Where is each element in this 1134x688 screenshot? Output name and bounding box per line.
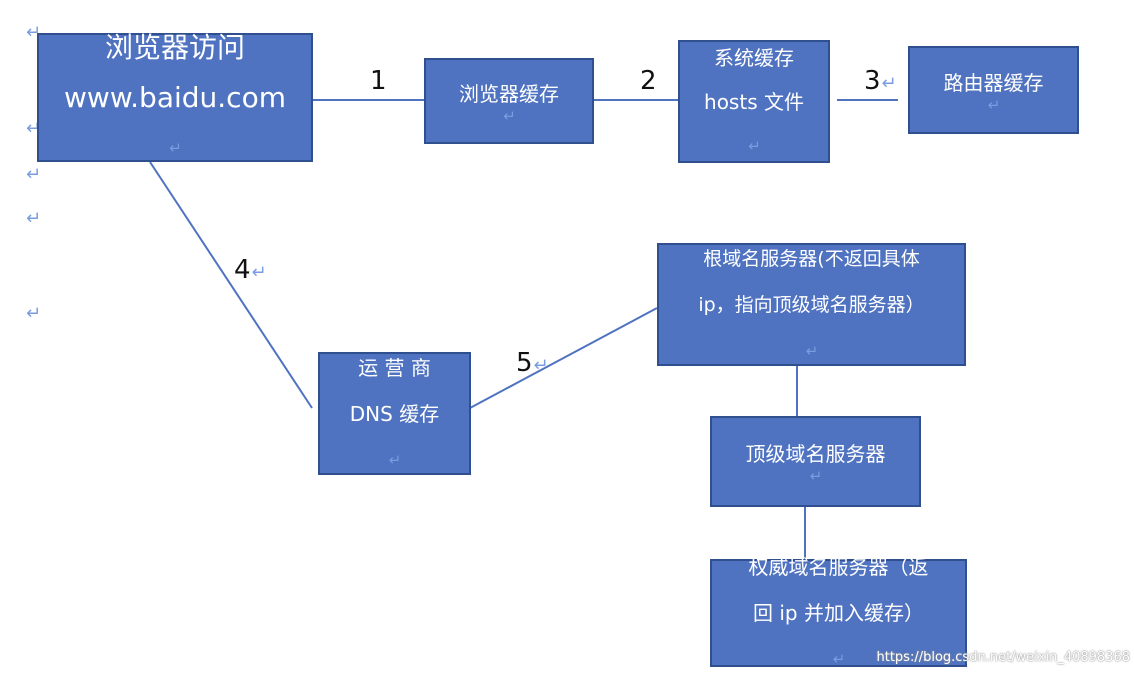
router-cache-label: 路由器缓存↵ (944, 67, 1044, 114)
paragraph-mark: ↵ (809, 467, 823, 485)
step-label-4: 4↵ (234, 255, 267, 285)
connector-isp-dns-to-root-dns (469, 307, 658, 409)
paragraph-mark: ↵ (832, 650, 846, 668)
url-text: www.baidu.com (64, 80, 286, 114)
step-label-1: 1 (370, 66, 387, 96)
auth-dns-line2: 回 ip 并加入缓存） ↵ (753, 590, 924, 682)
tld-dns-label: 顶级域名服务器↵ (746, 438, 886, 485)
paragraph-mark: ↵ (748, 136, 761, 155)
root-dns-line2-text: ip，指向顶级域名服务器） (698, 293, 925, 316)
authoritative-dns-box: 权威域名服务器（返 回 ip 并加入缓存） ↵ (710, 555, 967, 668)
connector-browser-to-isp-dns (149, 161, 313, 409)
browser-cache-box: 浏览器缓存↵ (424, 58, 594, 144)
tld-dns-box: 顶级域名服务器↵ (710, 416, 921, 507)
system-cache-title: 系统缓存 (714, 45, 794, 70)
paragraph-mark: ↵ (169, 138, 182, 157)
paragraph-mark: ↵ (881, 73, 897, 94)
isp-title: 运 营 商 (358, 355, 431, 380)
system-cache-box: 系统缓存 hosts 文件 ↵ (678, 40, 830, 163)
paragraph-mark: ↵ (987, 95, 1001, 114)
paragraph-mark: ↵ (26, 208, 42, 229)
hosts-text: hosts 文件 (704, 89, 804, 114)
step-label-2: 2 (640, 66, 657, 96)
browser-cache-label: 浏览器缓存↵ (459, 78, 559, 125)
step-5-number: 5 (516, 348, 533, 378)
isp-dns-box: 运 营 商 DNS 缓存 ↵ (318, 352, 471, 475)
auth-dns-line2-text: 回 ip 并加入缓存） (753, 601, 924, 625)
paragraph-mark: ↵ (26, 164, 42, 185)
router-cache-text: 路由器缓存 (943, 70, 1044, 95)
paragraph-mark: ↵ (251, 262, 267, 283)
browser-access-url: www.baidu.com ↵ (64, 73, 286, 173)
paragraph-mark: ↵ (503, 106, 516, 125)
paragraph-mark: ↵ (388, 450, 402, 469)
tld-dns-text: 顶级域名服务器 (745, 442, 886, 466)
isp-dns-text: DNS 缓存 (349, 401, 440, 426)
paragraph-mark: ↵ (533, 355, 549, 376)
router-cache-box: 路由器缓存↵ (908, 46, 1079, 134)
root-dns-box: 根域名服务器(不返回具体 ip，指向顶级域名服务器） ↵ (657, 243, 966, 366)
paragraph-mark: ↵ (26, 303, 42, 324)
step-label-3: 3↵ (864, 66, 897, 96)
system-cache-hosts: hosts 文件 ↵ (704, 80, 804, 168)
step-4-number: 4 (234, 255, 251, 285)
step-label-5: 5↵ (516, 348, 549, 378)
step-3-number: 3 (864, 66, 881, 96)
root-dns-line2: ip，指向顶级域名服务器） ↵ (698, 282, 924, 374)
browser-access-title: 浏览器访问 (104, 30, 245, 64)
isp-dns-cache: DNS 缓存 ↵ (350, 391, 439, 483)
paragraph-mark: ↵ (805, 341, 819, 360)
browser-cache-text: 浏览器缓存 (459, 81, 559, 106)
watermark: https://blog.csdn.net/weixin_40898368 (876, 650, 1130, 665)
root-dns-line1: 根域名服务器(不返回具体 (703, 247, 920, 270)
auth-dns-line1: 权威域名服务器（返 (748, 555, 929, 579)
browser-access-box: 浏览器访问 www.baidu.com ↵ (37, 31, 313, 162)
